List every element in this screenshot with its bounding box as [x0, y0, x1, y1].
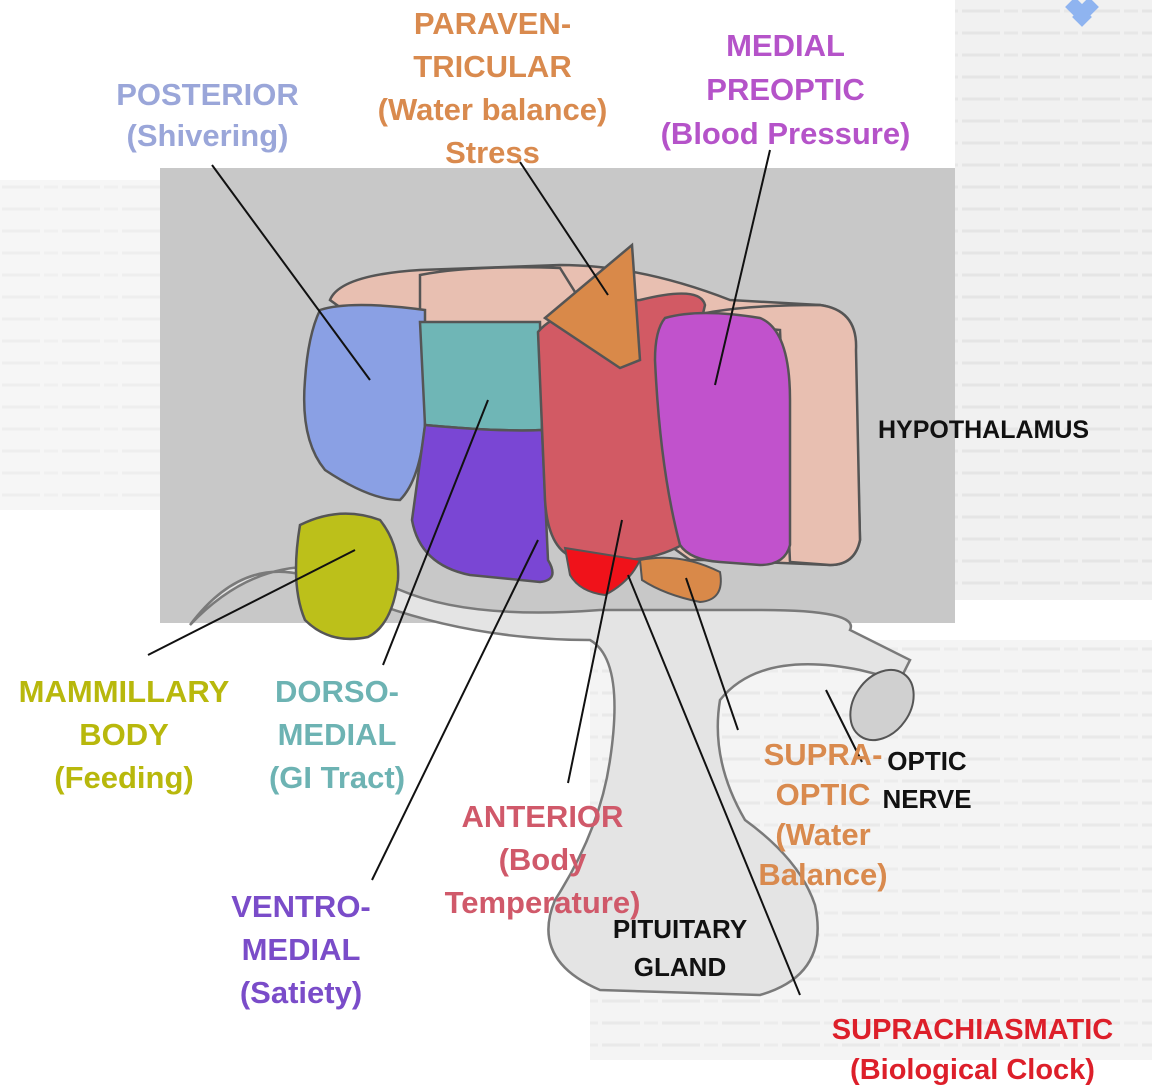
label-ventromedial-line: MEDIAL: [210, 928, 392, 971]
label-mammillary-line: BODY: [0, 713, 248, 756]
label-suprachiasmatic: SUPRACHIASMATIC(Biological Clock): [800, 1010, 1145, 1090]
label-dorsomedial-line: DORSO-: [252, 670, 422, 713]
label-mammillary-line: MAMMILLARY: [0, 670, 248, 713]
label-medial-preoptic-line: (Blood Pressure): [638, 112, 933, 156]
label-pituitary-line: GLAND: [585, 948, 775, 986]
label-posterior-line: (Shivering): [90, 115, 325, 156]
label-supraoptic-line: Balance): [698, 855, 948, 895]
label-ventromedial-line: (Satiety): [210, 971, 392, 1014]
label-medial-preoptic-line: PREOPTIC: [638, 68, 933, 112]
label-dorsomedial-line: (GI Tract): [252, 756, 422, 799]
label-ventromedial-line: VENTRO-: [210, 885, 392, 928]
label-hypothalamus-line: HYPOTHALAMUS: [878, 410, 1089, 451]
label-anterior-line: ANTERIOR: [410, 795, 675, 838]
background-text: [0, 180, 160, 510]
label-posterior: POSTERIOR(Shivering): [90, 74, 325, 156]
label-hypothalamus: HYPOTHALAMUS: [878, 410, 1089, 451]
label-dorsomedial-line: MEDIAL: [252, 713, 422, 756]
label-suprachiasmatic-line: (Biological Clock): [800, 1050, 1145, 1090]
label-posterior-line: POSTERIOR: [90, 74, 325, 115]
label-paraventricular: PARAVEN-TRICULAR(Water balance)Stress: [355, 2, 630, 174]
dorsomedial-region: [420, 322, 542, 430]
label-optic-nerve-line: OPTIC: [862, 742, 992, 780]
ventromedial-region: [412, 425, 553, 582]
label-paraventricular-line: PARAVEN-: [355, 2, 630, 45]
label-mammillary-line: (Feeding): [0, 756, 248, 799]
background-text: [955, 0, 1152, 600]
label-paraventricular-line: TRICULAR: [355, 45, 630, 88]
label-paraventricular-line: (Water balance): [355, 88, 630, 131]
label-ventromedial: VENTRO-MEDIAL(Satiety): [210, 885, 392, 1014]
label-dorsomedial: DORSO-MEDIAL(GI Tract): [252, 670, 422, 799]
label-medial-preoptic-line: MEDIAL: [638, 24, 933, 68]
label-optic-nerve-line: NERVE: [862, 780, 992, 818]
label-anterior-line: (Body: [410, 838, 675, 881]
mammillary-region: [296, 514, 398, 639]
label-supraoptic-line: (Water: [698, 815, 948, 855]
label-suprachiasmatic-line: SUPRACHIASMATIC: [800, 1010, 1145, 1050]
label-paraventricular-line: Stress: [355, 131, 630, 174]
label-pituitary-line: PITUITARY: [585, 910, 775, 948]
